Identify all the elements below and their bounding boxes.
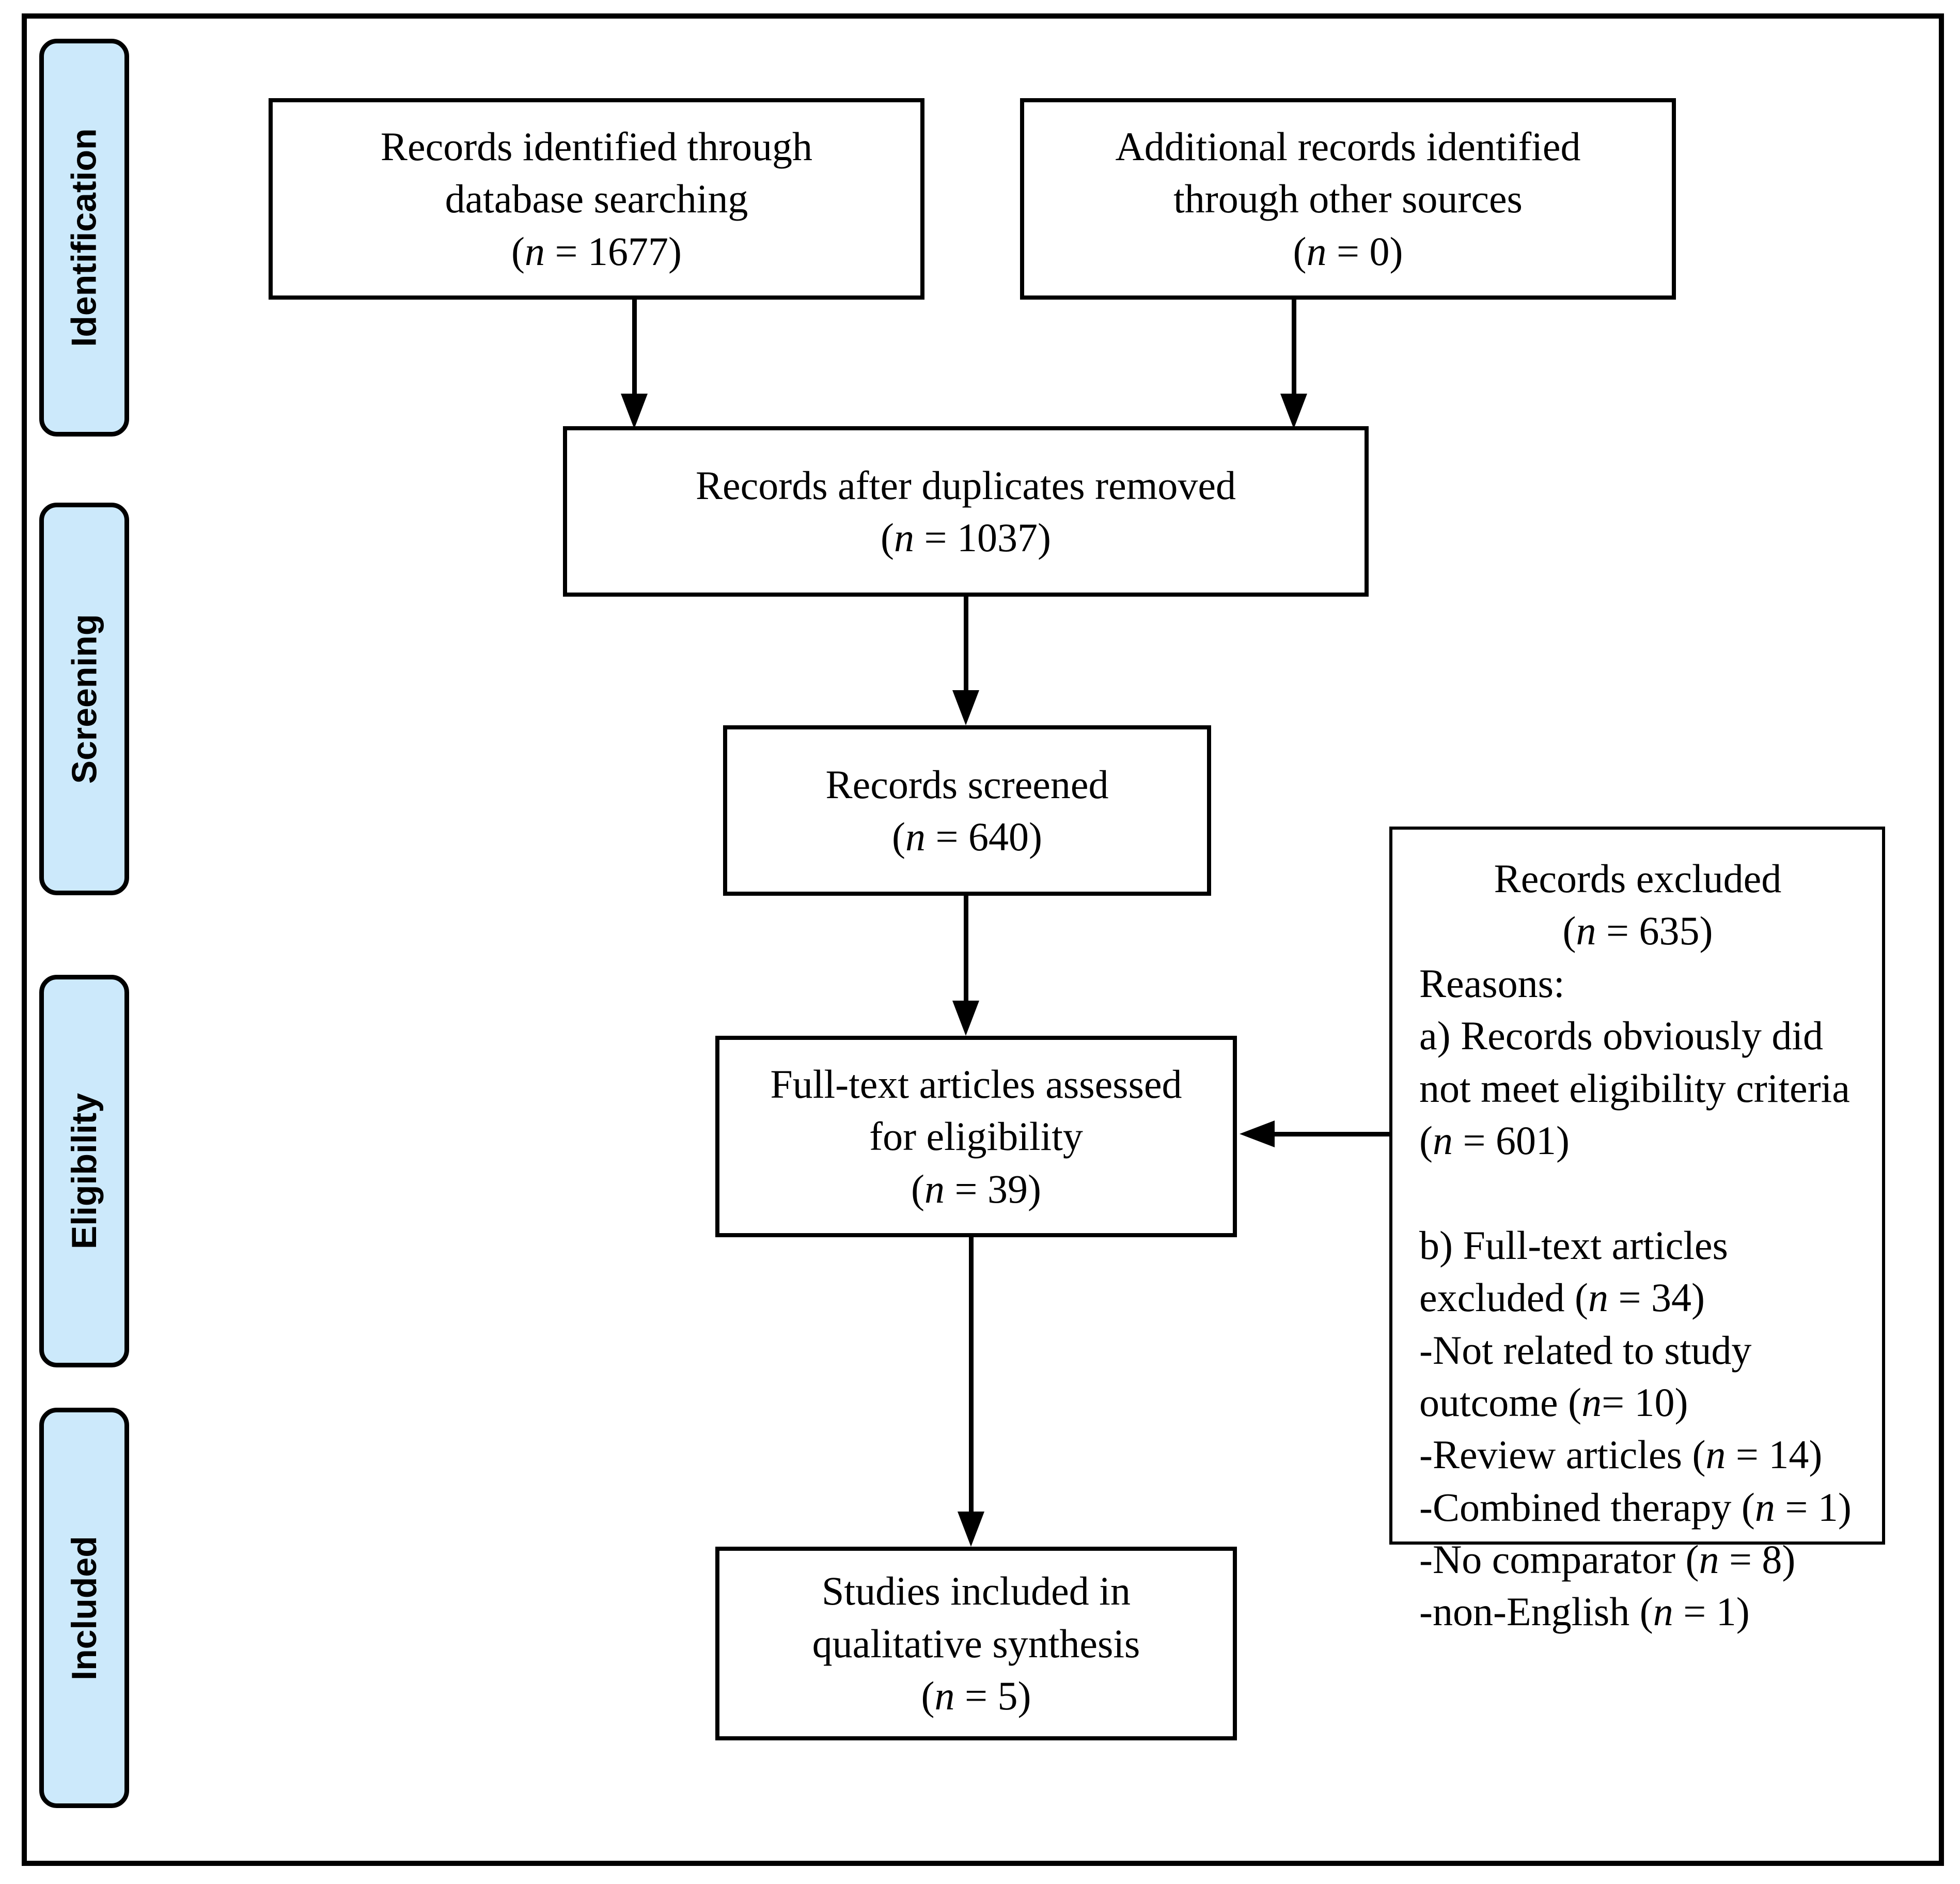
box-records-screened: Records screened (n = 640): [723, 725, 1211, 896]
arrow-excluded-to-fulltext-head: [1240, 1120, 1275, 1147]
arrow-dedup-to-screened-head: [952, 690, 979, 725]
box-duplicates-removed-text: Records after duplicates removed: [695, 462, 1236, 508]
excluded-reason-line: b) Full-text articles excluded (n = 34): [1419, 1222, 1728, 1320]
box-records-identified-text: Records identified through database sear…: [380, 123, 813, 222]
excluded-reason-line: -Combined therapy (n = 1): [1419, 1484, 1852, 1530]
stage-included-label: Included: [65, 1535, 104, 1680]
box-additional-records: Additional records identified through ot…: [1020, 98, 1676, 300]
stage-screening-label: Screening: [65, 614, 104, 784]
box-additional-records-text: Additional records identified through ot…: [1115, 123, 1581, 222]
box-records-identified-count: (n = 1677): [511, 228, 682, 274]
arrow-additional-to-dedup-head: [1280, 394, 1307, 429]
arrow-excluded-to-fulltext-line: [1272, 1132, 1389, 1136]
excluded-reason-line: -Review articles (n = 14): [1419, 1432, 1823, 1477]
box-records-excluded: Records excluded (n = 635) Reasons: a) Re…: [1389, 827, 1885, 1634]
arrow-dedup-to-screened-line: [964, 597, 968, 693]
arrow-identified-to-dedup-line: [632, 297, 637, 396]
stage-included: Included: [39, 1408, 129, 1808]
excluded-reason-line: Reasons:: [1419, 960, 1565, 1006]
excluded-reason-line: a) Records obviously did not meet eligib…: [1419, 1013, 1850, 1163]
arrow-additional-to-dedup-line: [1292, 297, 1296, 396]
box-records-screened-text: Records screened: [825, 761, 1109, 807]
arrow-screened-to-fulltext-line: [964, 896, 968, 1003]
outer-frame: [22, 13, 1944, 1866]
stage-eligibility: Eligibility: [39, 975, 129, 1367]
stage-identification: Identification: [39, 39, 129, 437]
excluded-reason-line: -non-English (n = 1): [1419, 1589, 1750, 1634]
box-additional-records-count: (n = 0): [1293, 228, 1403, 274]
box-studies-included-count: (n = 5): [921, 1673, 1031, 1719]
excluded-reason-line: -No comparator (n = 8): [1419, 1537, 1796, 1582]
box-duplicates-removed-count: (n = 1037): [881, 515, 1051, 560]
excluded-title: Records excluded: [1494, 856, 1782, 901]
arrow-identified-to-dedup-head: [621, 394, 648, 429]
box-records-identified: Records identified through database sear…: [269, 98, 924, 300]
box-fulltext-assessed-text: Full-text articles assessed for eligibil…: [770, 1061, 1182, 1159]
stage-eligibility-label: Eligibility: [65, 1093, 104, 1250]
excluded-reason-line: [1419, 1166, 1856, 1219]
box-studies-included-text: Studies included in qualitative synthesi…: [812, 1568, 1140, 1666]
stage-identification-label: Identification: [65, 128, 104, 347]
stage-screening: Screening: [39, 503, 129, 895]
box-records-screened-count: (n = 640): [892, 814, 1042, 859]
box-fulltext-assessed-count: (n = 39): [911, 1166, 1041, 1211]
arrow-screened-to-fulltext-head: [952, 1001, 979, 1036]
box-fulltext-assessed: Full-text articles assessed for eligibil…: [715, 1036, 1237, 1237]
arrow-fulltext-to-included-head: [958, 1512, 984, 1547]
box-studies-included: Studies included in qualitative synthesi…: [715, 1547, 1237, 1740]
excluded-reason-line: -Not related to study outcome (n= 10): [1419, 1327, 1752, 1425]
excluded-count: (n = 635): [1562, 908, 1713, 954]
arrow-fulltext-to-included-line: [969, 1237, 974, 1514]
excluded-reasons-list: Reasons: a) Records obviously did not mee…: [1419, 957, 1856, 1638]
box-duplicates-removed: Records after duplicates removed (n = 10…: [563, 426, 1369, 597]
